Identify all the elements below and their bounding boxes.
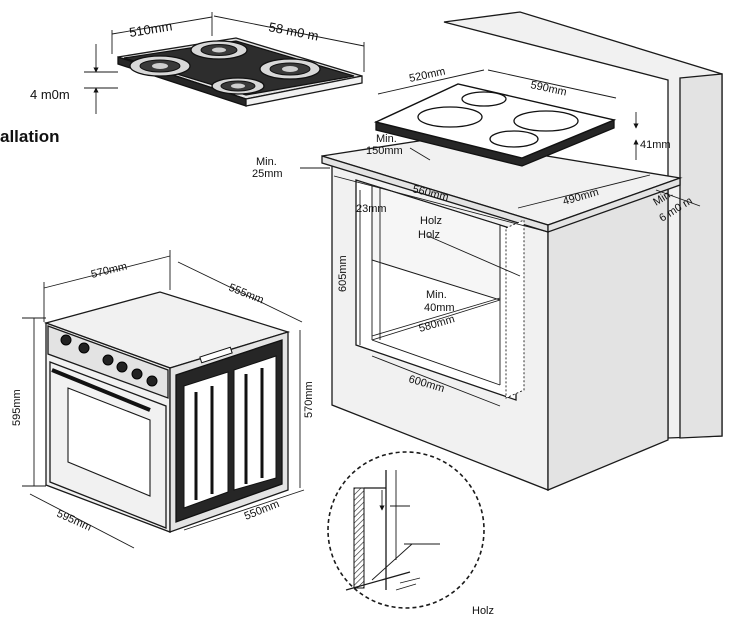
gap-23-label: 23mm	[356, 203, 387, 215]
wood-panel	[353, 487, 365, 589]
oven-depth-label: 555mm	[227, 282, 266, 307]
min-25-label-b: 25mm	[252, 168, 283, 180]
holz-label-1: Holz	[420, 215, 442, 227]
min-25-label-a: Min.	[256, 156, 277, 168]
gas-hob-width-label: 510mm	[128, 18, 173, 40]
gas-hob: 510mm 58 m0 m 4 m0m	[30, 12, 365, 114]
knob-4	[116, 361, 128, 373]
holz-label-2: Holz	[418, 229, 440, 241]
ceramic-hob-depth-label: 590mm	[529, 79, 567, 98]
burner-1	[190, 40, 248, 60]
ceramic-hob-width-label: 520mm	[408, 66, 446, 85]
min-150-label-a: Min.	[376, 133, 397, 145]
oven-handle	[51, 368, 151, 412]
gas-hob-depth-label: 58 m0 m	[267, 19, 320, 43]
holz-detail-label: Holz	[472, 605, 494, 617]
knob-1	[60, 334, 72, 346]
oven-width-label: 570mm	[90, 260, 129, 281]
burner-2	[129, 55, 191, 77]
knob-3	[102, 354, 114, 366]
kitchen-cabinet: 520mm 590mm 41mm Min. 150mm Min. 25mm 56…	[252, 11, 723, 491]
min-150-label-b: 150mm	[366, 145, 403, 157]
ceramic-hob-height-label: 41mm	[640, 139, 671, 151]
section-title: allation	[0, 127, 60, 146]
zone-1	[461, 91, 507, 107]
oven: 570mm 555mm 595mm 570mm 595mm 550mm	[11, 250, 315, 549]
oven-side-height-label: 570mm	[303, 381, 315, 418]
oven-knobs	[60, 334, 158, 387]
zone-3	[513, 110, 579, 132]
zone-2	[417, 106, 483, 128]
gas-hob-height-label: 4 m0m	[30, 87, 70, 102]
knob-2	[78, 342, 90, 354]
side-bracket	[199, 346, 233, 364]
detail-view: Holz	[327, 451, 494, 617]
knob-5	[131, 368, 143, 380]
zone-4	[489, 130, 539, 148]
burner-4	[211, 77, 265, 95]
oven-height-label: 595mm	[11, 389, 23, 426]
burner-3	[259, 58, 321, 80]
knob-6	[146, 375, 158, 387]
ceramic-hob	[373, 83, 617, 167]
min-40-label-a: Min.	[426, 289, 447, 301]
min-40-label-b: 40mm	[424, 302, 455, 314]
oven-front-width-label: 595mm	[55, 508, 93, 534]
niche-height-label: 605mm	[337, 255, 349, 292]
